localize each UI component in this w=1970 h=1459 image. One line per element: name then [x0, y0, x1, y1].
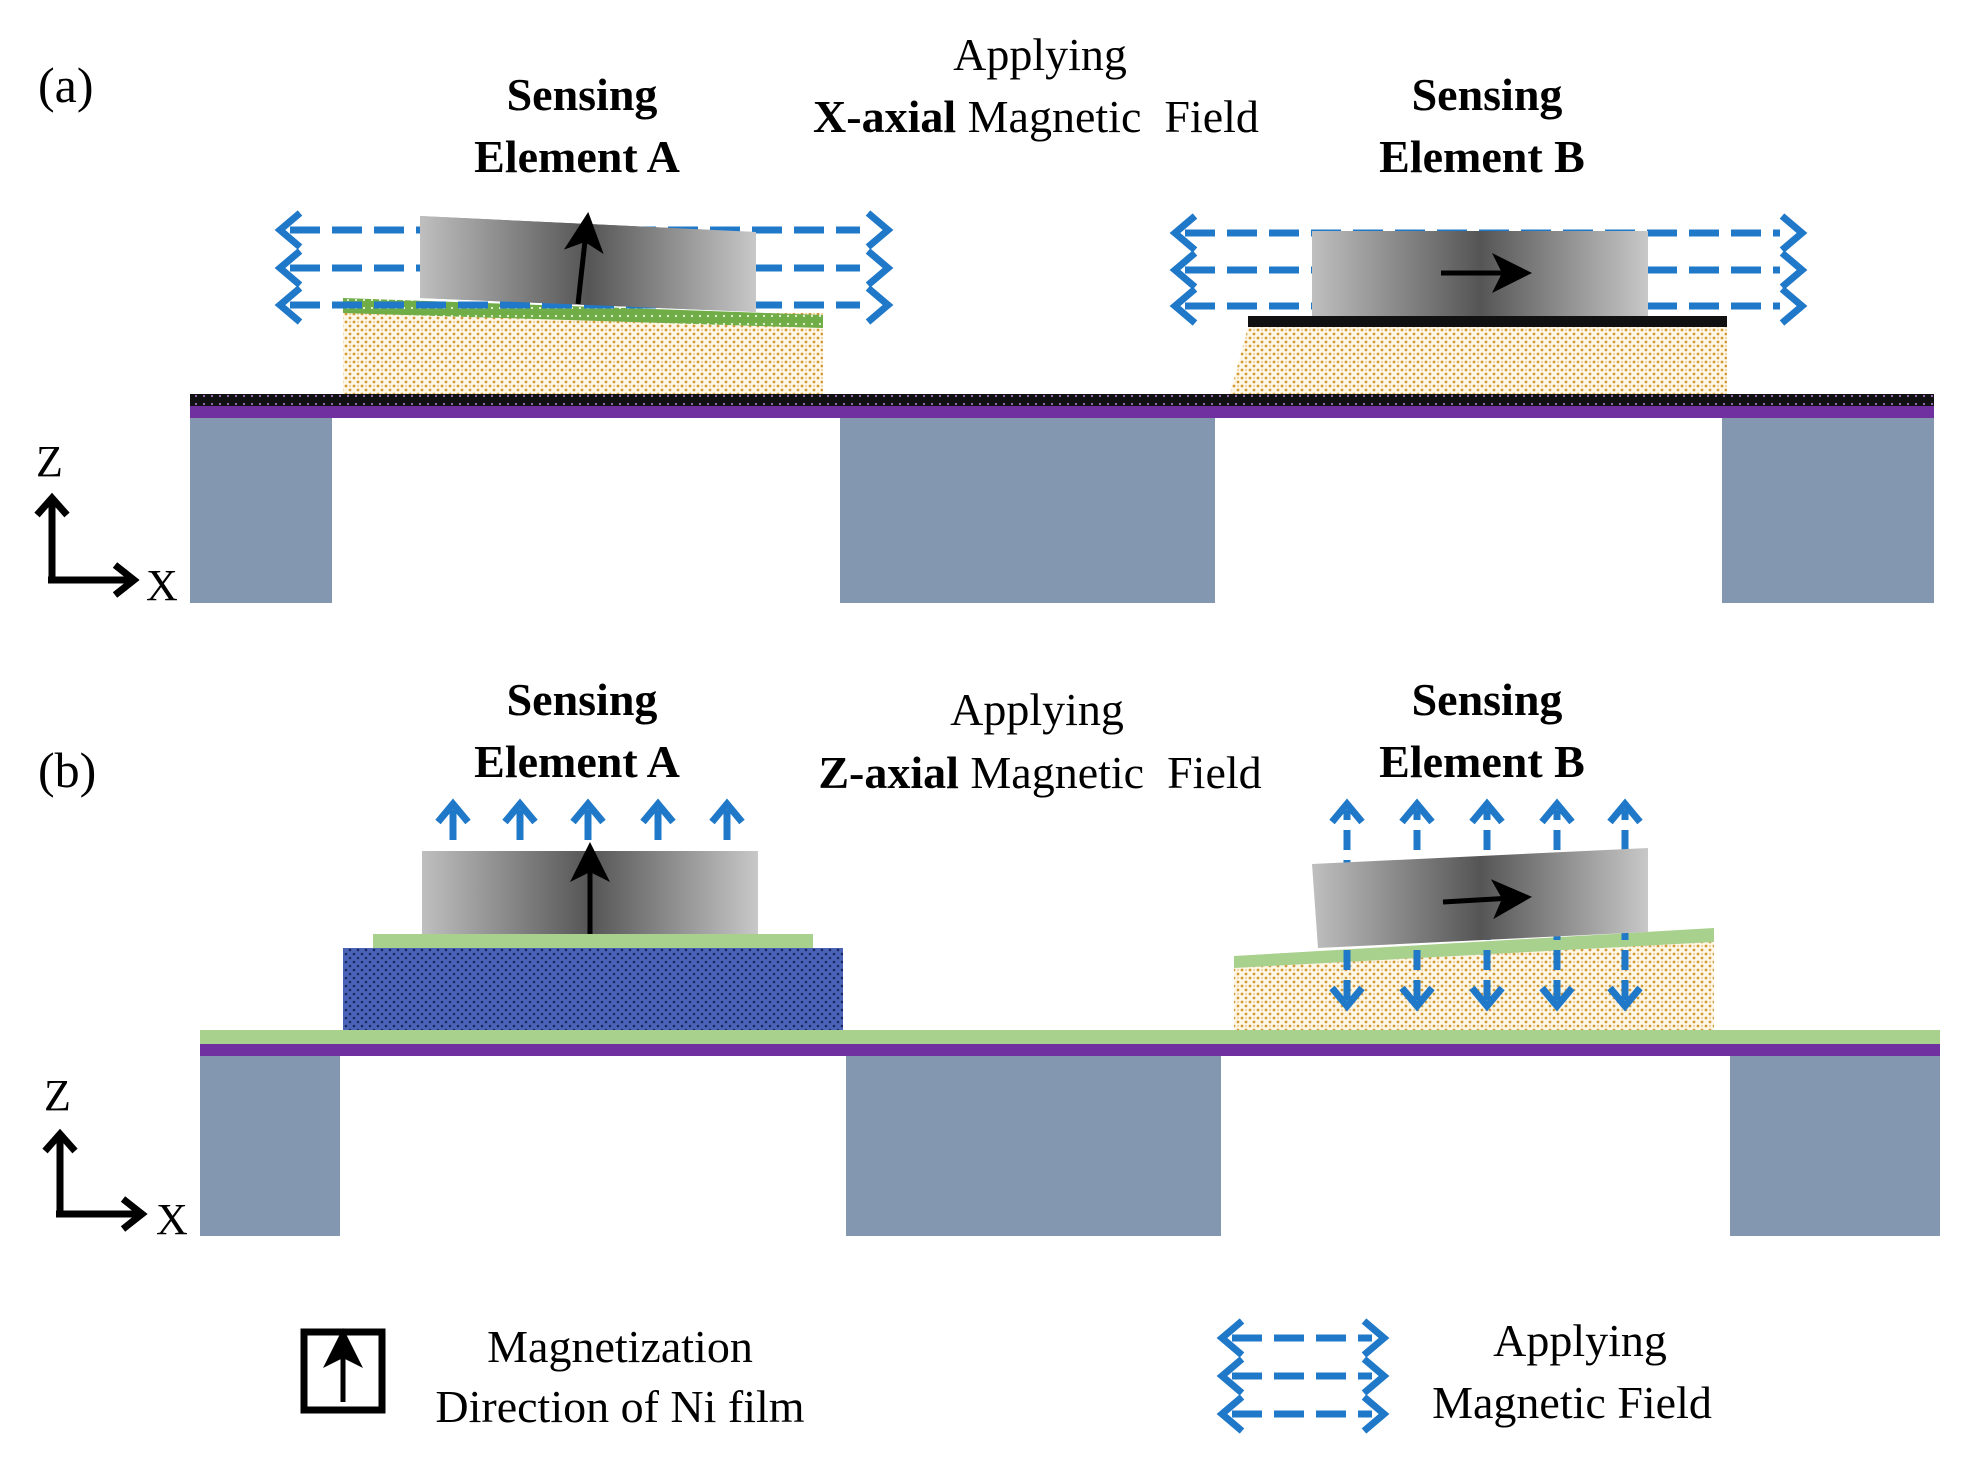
panel-a-element-a-line1: Sensing	[507, 69, 658, 120]
axis-x-b: X	[156, 1195, 188, 1244]
z-field-arrows-a	[435, 798, 745, 840]
axes-icon-b	[42, 1128, 148, 1232]
piezo-layer-a	[343, 313, 823, 394]
piezo-layer-b	[1230, 327, 1727, 394]
panel-a-field-axis: X-axial	[813, 91, 956, 142]
substrate-block	[846, 1056, 1221, 1236]
field-legend-icon	[1216, 1318, 1390, 1434]
legend-magnetization-line1: Magnetization	[487, 1321, 753, 1372]
substrate-block	[200, 1056, 340, 1236]
panel-b: (b) Applying Z-axial Magnetic Field Sens…	[38, 674, 1940, 1244]
magnetization-arrow-b	[1442, 879, 1532, 920]
panel-b-field-rest: Magnetic Field	[959, 747, 1262, 798]
green-film-layer	[200, 1030, 1940, 1044]
membrane-layer	[200, 1044, 1940, 1056]
panel-b-element-a-line2: Element A	[474, 736, 680, 787]
panel-b-element-b-line2: Element B	[1379, 736, 1585, 787]
electrode-b	[1248, 316, 1727, 327]
panel-b-element-b-line1: Sensing	[1412, 674, 1563, 725]
panel-b-field-title-line2: Z-axial Magnetic Field	[818, 747, 1261, 798]
substrate-block	[190, 418, 332, 603]
ni-film-b	[1234, 928, 1714, 968]
legend: Magnetization Direction of Ni film Apply…	[300, 1315, 1712, 1434]
axis-z-a: Z	[36, 437, 63, 486]
magnet-a-top	[420, 216, 756, 312]
panel-a-label: (a)	[38, 57, 94, 113]
panel-b-field-axis: Z-axial	[818, 747, 959, 798]
blue-layer-a	[343, 948, 843, 1030]
panel-a-field-title-line1: Applying	[953, 29, 1127, 80]
substrate-block	[1722, 418, 1934, 603]
substrate-block	[1730, 1056, 1940, 1236]
legend-field-line1: Applying	[1493, 1315, 1667, 1366]
x-field-arrows-a	[274, 210, 894, 325]
axes-icon-a	[34, 492, 140, 598]
ni-film-a	[373, 934, 813, 948]
panel-a-field-rest: Magnetic Field	[956, 91, 1259, 142]
legend-magnetization-line2: Direction of Ni film	[435, 1381, 804, 1432]
membrane-layer	[190, 406, 1934, 418]
legend-field-line2: Magnetic Field	[1432, 1377, 1712, 1428]
panel-b-element-a-line1: Sensing	[507, 674, 658, 725]
electrode-layer	[190, 394, 1934, 406]
panel-a: (a) Applying X-axial Magnetic Field Sens…	[34, 29, 1934, 610]
panel-b-field-title-line1: Applying	[950, 684, 1124, 735]
magnetization-arrow-a-top	[563, 212, 604, 305]
panel-a-element-a-line2: Element A	[474, 131, 680, 182]
axis-z-b: Z	[44, 1071, 71, 1120]
panel-a-element-b-line2: Element B	[1379, 131, 1585, 182]
axis-x-a: X	[146, 561, 178, 610]
panel-a-field-title-line2: X-axial Magnetic Field	[813, 91, 1259, 142]
panel-a-element-b-line1: Sensing	[1412, 69, 1563, 120]
substrate-block	[840, 418, 1215, 603]
panel-b-label: (b)	[38, 742, 96, 798]
